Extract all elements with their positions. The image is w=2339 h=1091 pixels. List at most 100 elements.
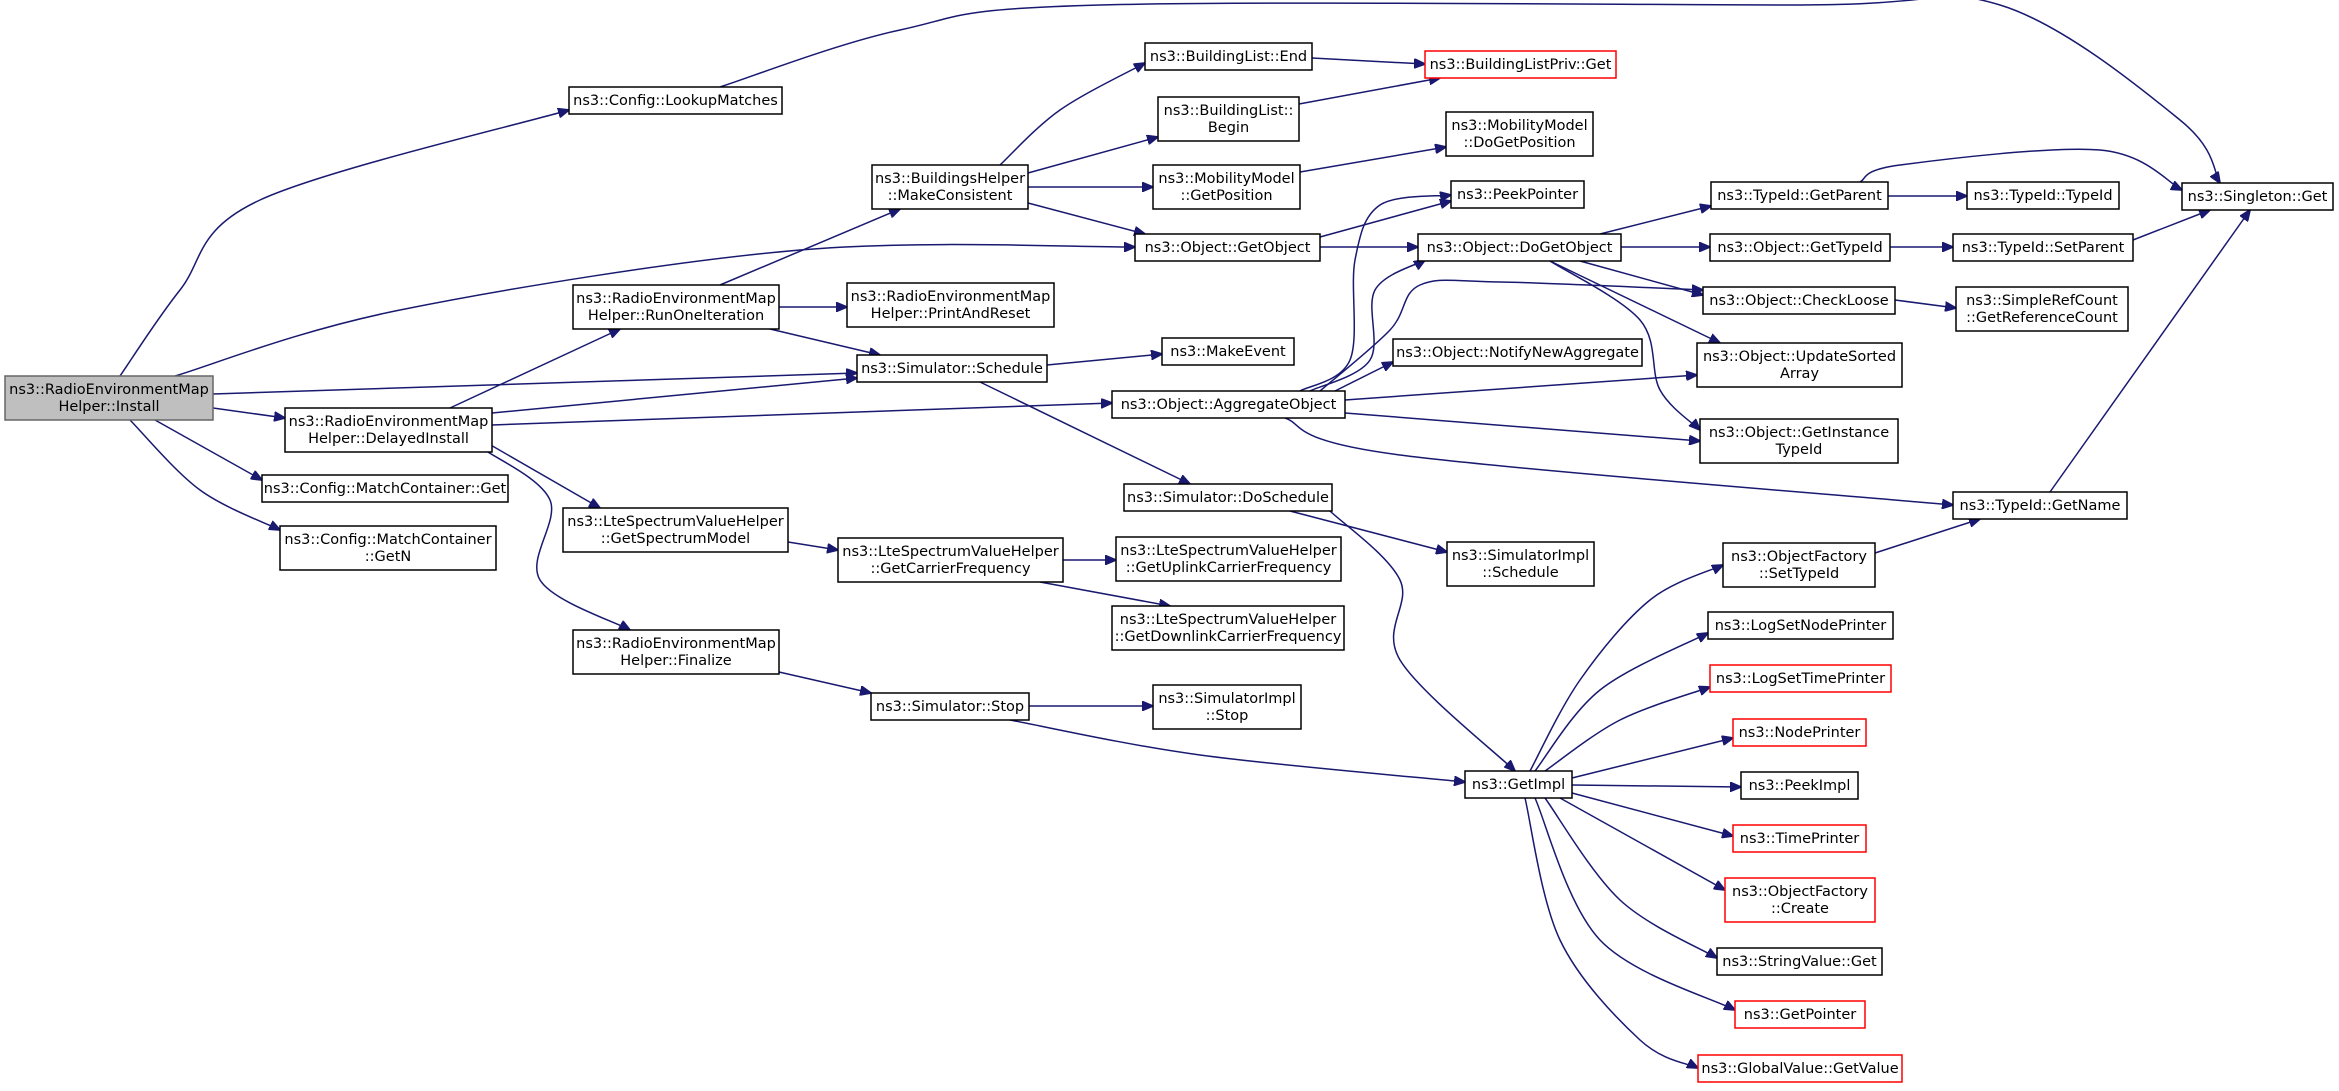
node-makeevent[interactable]: ns3::MakeEvent: [1161, 337, 1295, 366]
edge-mmgetpos-to-mmdogetpos: [1299, 147, 1446, 173]
node-delayed[interactable]: ns3::RadioEnvironmentMapHelper::DelayedI…: [284, 407, 493, 453]
node-peekimpl[interactable]: ns3::PeekImpl: [1740, 771, 1859, 800]
node-tidgetparent-box: [1710, 181, 1889, 210]
node-aggregate[interactable]: ns3::Object::AggregateObject: [1111, 390, 1346, 419]
node-mcgetn[interactable]: ns3::Config::MatchContainer::GetN: [279, 525, 497, 571]
node-timeprinter[interactable]: ns3::TimePrinter: [1732, 824, 1867, 853]
node-ltegsm-label-1: ::GetSpectrumModel: [601, 531, 750, 547]
node-mmgetpos[interactable]: ns3::MobilityModel::GetPosition: [1152, 164, 1301, 210]
node-logtimeprinter[interactable]: ns3::LogSetTimePrinter: [1709, 664, 1892, 693]
node-ofsettypeid-label-1: ::SetTypeId: [1759, 566, 1839, 582]
edges: [119, 0, 2250, 1068]
node-stop[interactable]: ns3::Simulator::Stop: [870, 692, 1030, 721]
edge-delayed-to-ltegsm: [481, 439, 600, 508]
node-getobject-label-0: ns3::Object::GetObject: [1145, 240, 1311, 256]
node-globalvalue-box: [1697, 1054, 1903, 1083]
node-schedule[interactable]: ns3::Simulator::Schedule: [856, 354, 1048, 383]
node-checkloose[interactable]: ns3::Object::CheckLoose: [1702, 286, 1896, 315]
node-mmdogetpos[interactable]: ns3::MobilityModel::DoGetPosition: [1445, 111, 1594, 157]
node-notifyagg[interactable]: ns3::Object::NotifyNewAggregate: [1392, 338, 1643, 367]
node-doschedule[interactable]: ns3::Simulator::DoSchedule: [1123, 483, 1333, 512]
node-ltegsm-label-0: ns3::LteSpectrumValueHelper: [567, 514, 783, 530]
node-makeevent-label-0: ns3::MakeEvent: [1170, 344, 1286, 360]
node-tidsetparent[interactable]: ns3::TypeId::SetParent: [1952, 233, 2134, 262]
node-ofsettypeid[interactable]: ns3::ObjectFactory::SetTypeId: [1722, 542, 1876, 588]
edge-aggregate-to-peekpointer: [1299, 195, 1451, 392]
node-finalize-label-0: ns3::RadioEnvironmentMap: [576, 636, 776, 652]
edge-aggregate-to-notifyagg: [1334, 362, 1393, 392]
node-lteuplink-label-1: ::GetUplinkCarrierFrequency: [1126, 560, 1332, 576]
node-dogetobject-label-0: ns3::Object::DoGetObject: [1427, 240, 1613, 256]
node-tidgetparent[interactable]: ns3::TypeId::GetParent: [1710, 181, 1889, 210]
node-objgettypeid[interactable]: ns3::Object::GetTypeId: [1709, 233, 1891, 262]
node-blprivget[interactable]: ns3::BuildingListPriv::Get: [1424, 50, 1617, 79]
node-nodeprinter[interactable]: ns3::NodePrinter: [1732, 718, 1867, 747]
node-makeconsistent-box: [871, 164, 1029, 210]
node-singleton[interactable]: ns3::Singleton::Get: [2181, 182, 2334, 211]
node-getobject[interactable]: ns3::Object::GetObject: [1134, 233, 1321, 262]
edge-stop-to-getimpl: [1009, 719, 1465, 782]
node-peekpointer[interactable]: ns3::PeekPointer: [1450, 180, 1585, 209]
edge-getimpl-to-stringvalue: [1544, 797, 1717, 958]
node-makeconsistent-label-0: ns3::BuildingsHelper: [875, 171, 1025, 187]
node-ofsettypeid-box: [1722, 542, 1876, 588]
node-stringvalue[interactable]: ns3::StringValue::Get: [1716, 947, 1883, 976]
node-blend[interactable]: ns3::BuildingList::End: [1144, 42, 1313, 71]
node-tidgetname[interactable]: ns3::TypeId::GetName: [1952, 491, 2128, 520]
edge-makeconsistent-to-getobject: [1027, 202, 1145, 234]
node-getimpl-box: [1464, 770, 1573, 799]
node-delayed-label-0: ns3::RadioEnvironmentMap: [289, 414, 489, 430]
node-getimpl[interactable]: ns3::GetImpl: [1464, 770, 1573, 799]
node-dogetobject-box: [1417, 233, 1622, 262]
node-lognodeprinter[interactable]: ns3::LogSetNodePrinter: [1707, 611, 1894, 640]
node-mcget-box: [261, 474, 509, 503]
node-mcget[interactable]: ns3::Config::MatchContainer::Get: [261, 474, 509, 503]
node-runone-label-1: Helper::RunOneIteration: [588, 308, 764, 324]
node-lteuplink[interactable]: ns3::LteSpectrumValueHelper::GetUplinkCa…: [1115, 536, 1342, 582]
node-getpointer[interactable]: ns3::GetPointer: [1734, 1000, 1866, 1029]
edge-getimpl-to-nodeprinter: [1571, 738, 1733, 779]
edge-dogetobject-to-tidgetparent: [1599, 206, 1711, 235]
node-tidtypeid-label-0: ns3::TypeId::TypeId: [1973, 188, 2112, 204]
node-simimplsched-label-0: ns3::SimulatorImpl: [1452, 548, 1589, 564]
node-simimplsched[interactable]: ns3::SimulatorImpl::Schedule: [1446, 541, 1595, 587]
node-globalvalue[interactable]: ns3::GlobalValue::GetValue: [1697, 1054, 1903, 1083]
node-aggregate-box: [1111, 390, 1346, 419]
edge-dogetobject-to-getinstance: [1549, 260, 1700, 430]
node-simimplstop[interactable]: ns3::SimulatorImpl::Stop: [1152, 684, 1302, 730]
node-ofcreate-label-0: ns3::ObjectFactory: [1732, 884, 1868, 900]
node-refcount[interactable]: ns3::SimpleRefCount::GetReferenceCount: [1955, 286, 2129, 332]
node-lteuplink-label-0: ns3::LteSpectrumValueHelper: [1120, 543, 1336, 559]
node-blbegin-label-0: ns3::BuildingList::: [1164, 103, 1294, 119]
node-stop-label-0: ns3::Simulator::Stop: [876, 699, 1024, 715]
edge-makeconsistent-to-blbegin: [1027, 137, 1158, 174]
node-makeconsistent[interactable]: ns3::BuildingsHelper::MakeConsistent: [871, 164, 1029, 210]
node-runone[interactable]: ns3::RadioEnvironmentMapHelper::RunOneIt…: [572, 284, 780, 330]
node-printreset[interactable]: ns3::RadioEnvironmentMapHelper::PrintAnd…: [846, 282, 1055, 328]
edge-doschedule-to-getimpl: [1329, 510, 1515, 771]
node-ofcreate[interactable]: ns3::ObjectFactory::Create: [1724, 877, 1876, 923]
node-printreset-label-1: Helper::PrintAndReset: [871, 306, 1031, 322]
node-ltedownlink-box: [1111, 605, 1345, 651]
edge-install-to-delayed: [212, 407, 285, 418]
node-getinstance-label-1: TypeId: [1775, 442, 1823, 458]
edge-delayed-to-schedule: [491, 378, 857, 414]
edge-getimpl-to-ofsettypeid: [1529, 565, 1723, 772]
node-ltedownlink[interactable]: ns3::LteSpectrumValueHelper::GetDownlink…: [1111, 605, 1345, 651]
node-mcgetn-label-1: ::GetN: [365, 549, 411, 565]
node-lookup[interactable]: ns3::Config::LookupMatches: [568, 86, 783, 115]
node-ltegsm[interactable]: ns3::LteSpectrumValueHelper::GetSpectrum…: [562, 507, 789, 553]
edge-tidsetparent-to-singleton: [2132, 210, 2210, 241]
node-blbegin[interactable]: ns3::BuildingList::Begin: [1157, 96, 1300, 142]
edge-ofsettypeid-to-tidgetname: [1874, 519, 1980, 554]
node-getinstance-label-0: ns3::Object::GetInstance: [1709, 425, 1889, 441]
node-dogetobject[interactable]: ns3::Object::DoGetObject: [1417, 233, 1622, 262]
node-install-label-1: Helper::Install: [58, 399, 159, 415]
edge-install-to-getobject: [174, 245, 1135, 377]
node-tidtypeid[interactable]: ns3::TypeId::TypeId: [1966, 181, 2120, 210]
node-ltecarrier[interactable]: ns3::LteSpectrumValueHelper::GetCarrierF…: [837, 537, 1064, 583]
